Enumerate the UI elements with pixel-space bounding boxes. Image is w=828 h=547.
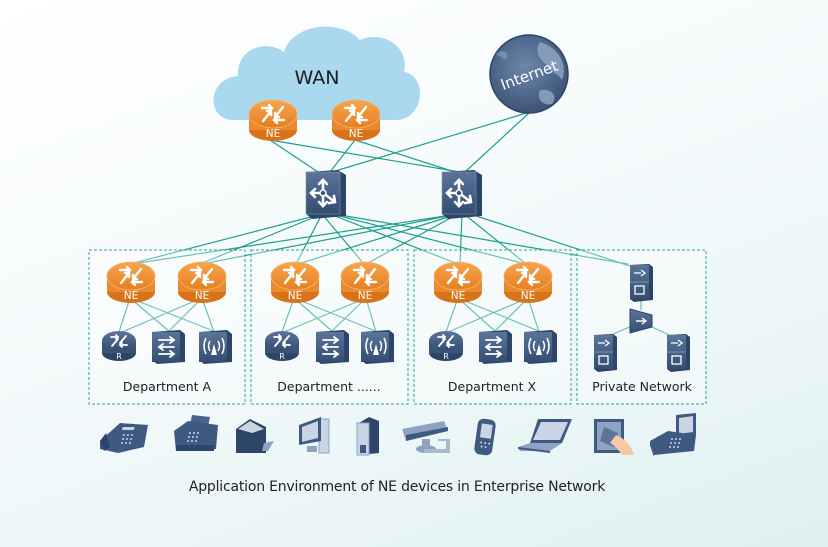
link — [129, 297, 217, 333]
dept-x-label: Department X — [448, 379, 537, 394]
dept-x-ne-router-1[interactable] — [432, 260, 484, 305]
card-reader-icon[interactable] — [594, 419, 634, 455]
dept-x-switch[interactable] — [478, 329, 513, 365]
core-switch-1[interactable] — [304, 168, 348, 221]
wan-ne-router-2[interactable] — [330, 98, 382, 143]
dept-x-router[interactable] — [428, 330, 464, 362]
endpoint-devices — [100, 413, 696, 457]
dept-etc-wireless-ap[interactable] — [360, 329, 395, 365]
dept-etc-switch[interactable] — [315, 329, 350, 365]
mobile-phone-icon[interactable] — [474, 418, 497, 456]
dept-x-wireless-ap[interactable] — [523, 329, 558, 365]
link — [297, 213, 459, 265]
link — [365, 297, 377, 333]
dept-etc-label: Department ...... — [277, 379, 380, 394]
core-switch-2[interactable] — [440, 168, 484, 221]
link — [118, 297, 131, 333]
surveillance-camera-icon[interactable] — [402, 421, 450, 453]
link — [329, 139, 356, 173]
link — [457, 297, 542, 333]
wan-ne-router-1[interactable] — [247, 98, 299, 143]
dept-etc-ne-router-2[interactable] — [339, 260, 391, 305]
laptop-icon[interactable] — [518, 419, 572, 453]
dept-a-ne-router-2[interactable] — [176, 260, 228, 305]
link — [447, 297, 529, 333]
link — [121, 297, 203, 333]
link — [293, 297, 334, 333]
link — [281, 297, 295, 333]
private-terminal-2[interactable] — [666, 333, 691, 373]
private-network-label: Private Network — [592, 379, 693, 394]
internet-globe[interactable]: Internet — [489, 34, 569, 114]
link — [295, 213, 323, 265]
link — [331, 213, 527, 265]
video-phone-icon[interactable] — [650, 413, 696, 457]
dept-a-wireless-ap[interactable] — [198, 329, 233, 365]
wan-label: WAN — [295, 67, 340, 89]
link — [329, 213, 459, 265]
link — [331, 111, 531, 173]
link — [333, 213, 629, 265]
link — [293, 297, 379, 333]
link — [330, 297, 367, 333]
link — [199, 213, 323, 265]
link — [131, 213, 459, 265]
dept-a-router[interactable] — [101, 330, 137, 362]
dept-etc-router[interactable] — [264, 330, 300, 362]
link — [129, 297, 171, 333]
link — [283, 297, 367, 333]
link — [269, 139, 319, 173]
telephone-icon[interactable] — [100, 423, 148, 453]
dept-etc-ne-router-1[interactable] — [269, 260, 321, 305]
link — [269, 139, 461, 173]
network-links — [118, 111, 677, 339]
dept-a-switch[interactable] — [151, 329, 186, 365]
private-gateway[interactable] — [629, 263, 654, 303]
fax-machine-icon[interactable] — [174, 415, 218, 451]
server-icon[interactable] — [356, 417, 379, 456]
link — [365, 213, 459, 265]
desktop-computer-icon[interactable] — [299, 417, 330, 454]
link — [493, 297, 529, 333]
link — [129, 213, 323, 265]
printer-icon[interactable] — [236, 419, 274, 453]
link — [463, 213, 527, 265]
private-terminal-1[interactable] — [593, 333, 618, 373]
link — [445, 297, 459, 333]
link — [527, 297, 540, 333]
link — [201, 297, 215, 333]
link — [457, 297, 497, 333]
link — [469, 213, 631, 267]
link — [459, 213, 463, 265]
link — [321, 213, 365, 265]
link — [167, 297, 203, 333]
dept-a-ne-router-1[interactable] — [105, 260, 157, 305]
link — [464, 111, 531, 173]
link — [354, 139, 456, 173]
wan-cloud[interactable]: WAN — [213, 26, 420, 143]
diagram-caption: Application Environment of NE devices in… — [188, 479, 606, 495]
dept-x-ne-router-2[interactable] — [502, 260, 554, 305]
dept-a-label: Department A — [123, 379, 212, 394]
